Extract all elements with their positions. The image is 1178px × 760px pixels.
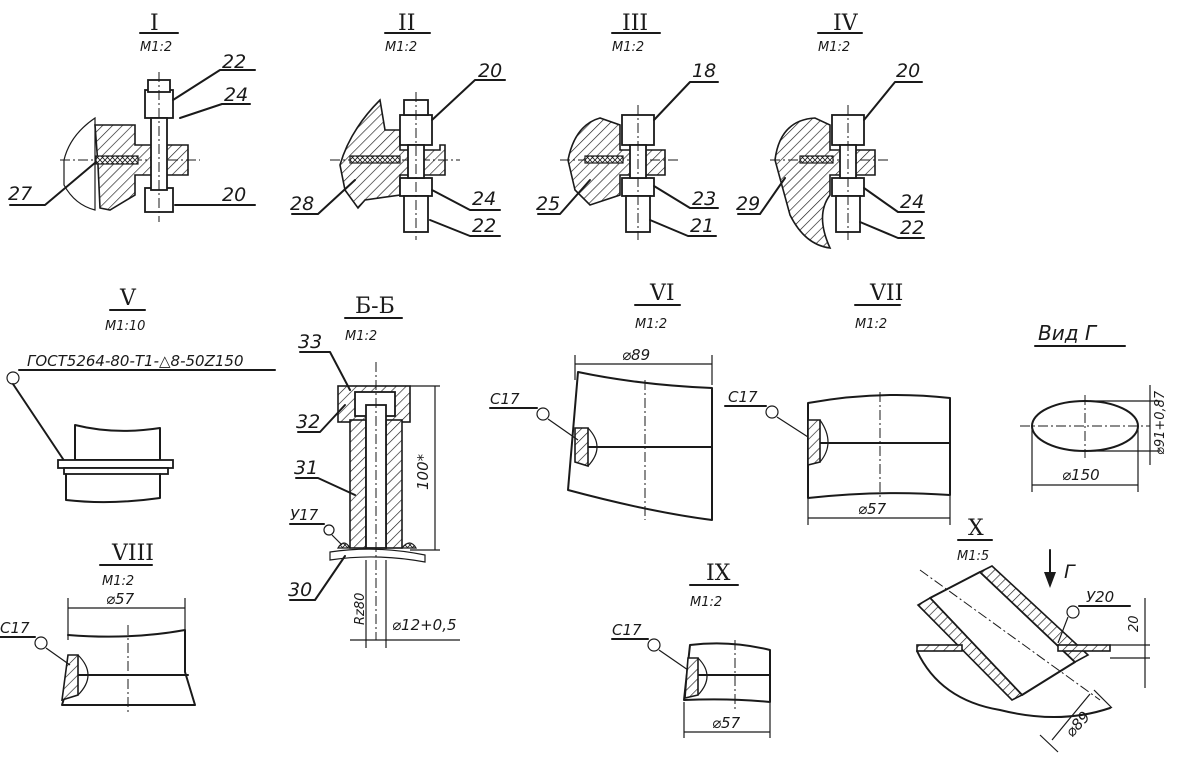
view-G: Вид Г ⌀91+0,87 ⌀150 <box>1020 321 1168 492</box>
leader-label: 24 <box>472 188 496 210</box>
dimension-label: ⌀91+0,87 <box>1153 390 1168 455</box>
view-IX: IX М1:2 ⌀57 С17 <box>611 561 771 738</box>
weld-label: С17 <box>490 390 520 408</box>
dimension-label: ⌀57 <box>106 590 135 608</box>
view-scale: М1:2 <box>690 595 722 610</box>
view-title: VIII <box>111 541 154 566</box>
view-B-B: Б-Б М1:2 100* 33 32 31 У17 30 Rz80 ⌀12+0… <box>288 294 460 648</box>
dimension-label: ⌀57 <box>858 500 887 518</box>
view-title: Б-Б <box>355 294 395 319</box>
view-II: II М1:2 20 28 24 22 <box>290 11 506 240</box>
view-scale: М1:2 <box>345 329 377 344</box>
leader-label: 23 <box>692 188 716 210</box>
view-title: III <box>622 11 648 36</box>
view-scale: М1:2 <box>102 574 134 589</box>
view-scale: М1:2 <box>612 40 644 55</box>
leader-label: 24 <box>224 84 248 106</box>
view-I: I М1:2 22 24 27 20 <box>8 11 256 222</box>
dimension-label: ⌀57 <box>712 714 741 732</box>
dimension-label: Rz80 <box>353 593 368 625</box>
view-title: IV <box>833 11 859 36</box>
leader-label: 31 <box>294 457 318 479</box>
view-scale: М1:10 <box>105 319 145 334</box>
view-arrow-label: Г <box>1064 561 1076 583</box>
leader-label: 21 <box>690 215 714 237</box>
weld-note: ГОСТ5264-80-Т1-△8-50Z150 <box>27 352 244 370</box>
view-title: Вид Г <box>1038 321 1098 345</box>
leader-label: 18 <box>692 60 716 82</box>
view-IV: IV М1:2 20 29 24 22 <box>736 11 925 249</box>
leader-label: 30 <box>288 579 312 601</box>
view-X: X М1:5 Г У20 20 ⌀89 <box>916 516 1150 753</box>
view-scale: М1:5 <box>957 549 989 564</box>
leader-label: 22 <box>222 51 246 73</box>
view-VIII: VIII М1:2 ⌀57 С17 <box>0 541 196 712</box>
leader-label: 20 <box>896 60 920 82</box>
dimension-label: ⌀12+0,5 <box>392 616 457 634</box>
view-scale: М1:2 <box>818 40 850 55</box>
weld-label: С17 <box>728 388 758 406</box>
view-title: VII <box>869 281 903 306</box>
leader-label: 25 <box>536 193 560 215</box>
view-title: IX <box>706 561 731 586</box>
view-VII: VII М1:2 ⌀57 С17 <box>724 281 951 525</box>
dimension-label: 100* <box>414 453 432 490</box>
leader-label: 27 <box>8 183 32 205</box>
view-III: III М1:2 18 25 23 21 <box>536 11 719 240</box>
view-scale: М1:2 <box>385 40 417 55</box>
view-title: II <box>398 11 415 36</box>
view-title: X <box>968 516 984 541</box>
leader-label: 20 <box>478 60 502 82</box>
dimension-label: ⌀89 <box>622 346 650 364</box>
view-title: VI <box>649 281 675 306</box>
view-VI: VI М1:2 ⌀89 С17 <box>489 281 713 521</box>
leader-label: 33 <box>298 331 322 353</box>
leader-label: 20 <box>222 184 246 206</box>
view-scale: М1:2 <box>635 317 667 332</box>
leader-label: 22 <box>472 215 496 237</box>
view-title: I <box>150 11 159 36</box>
leader-label: 32 <box>296 411 320 433</box>
view-title: V <box>119 286 137 311</box>
leader-label: 28 <box>290 193 314 215</box>
dimension-label: ⌀150 <box>1062 466 1100 484</box>
leader-label: 29 <box>736 193 760 215</box>
weld-label: С17 <box>612 621 642 639</box>
weld-label: У20 <box>1086 588 1114 606</box>
weld-label: С17 <box>0 619 30 637</box>
view-V: V М1:10 ГОСТ5264-80-Т1-△8-50Z150 <box>6 286 276 504</box>
view-scale: М1:2 <box>140 40 172 55</box>
view-scale: М1:2 <box>855 317 887 332</box>
leader-label: 24 <box>900 191 924 213</box>
dimension-label: 20 <box>1127 615 1142 632</box>
leader-label: У17 <box>290 506 319 524</box>
leader-label: 22 <box>900 217 924 239</box>
